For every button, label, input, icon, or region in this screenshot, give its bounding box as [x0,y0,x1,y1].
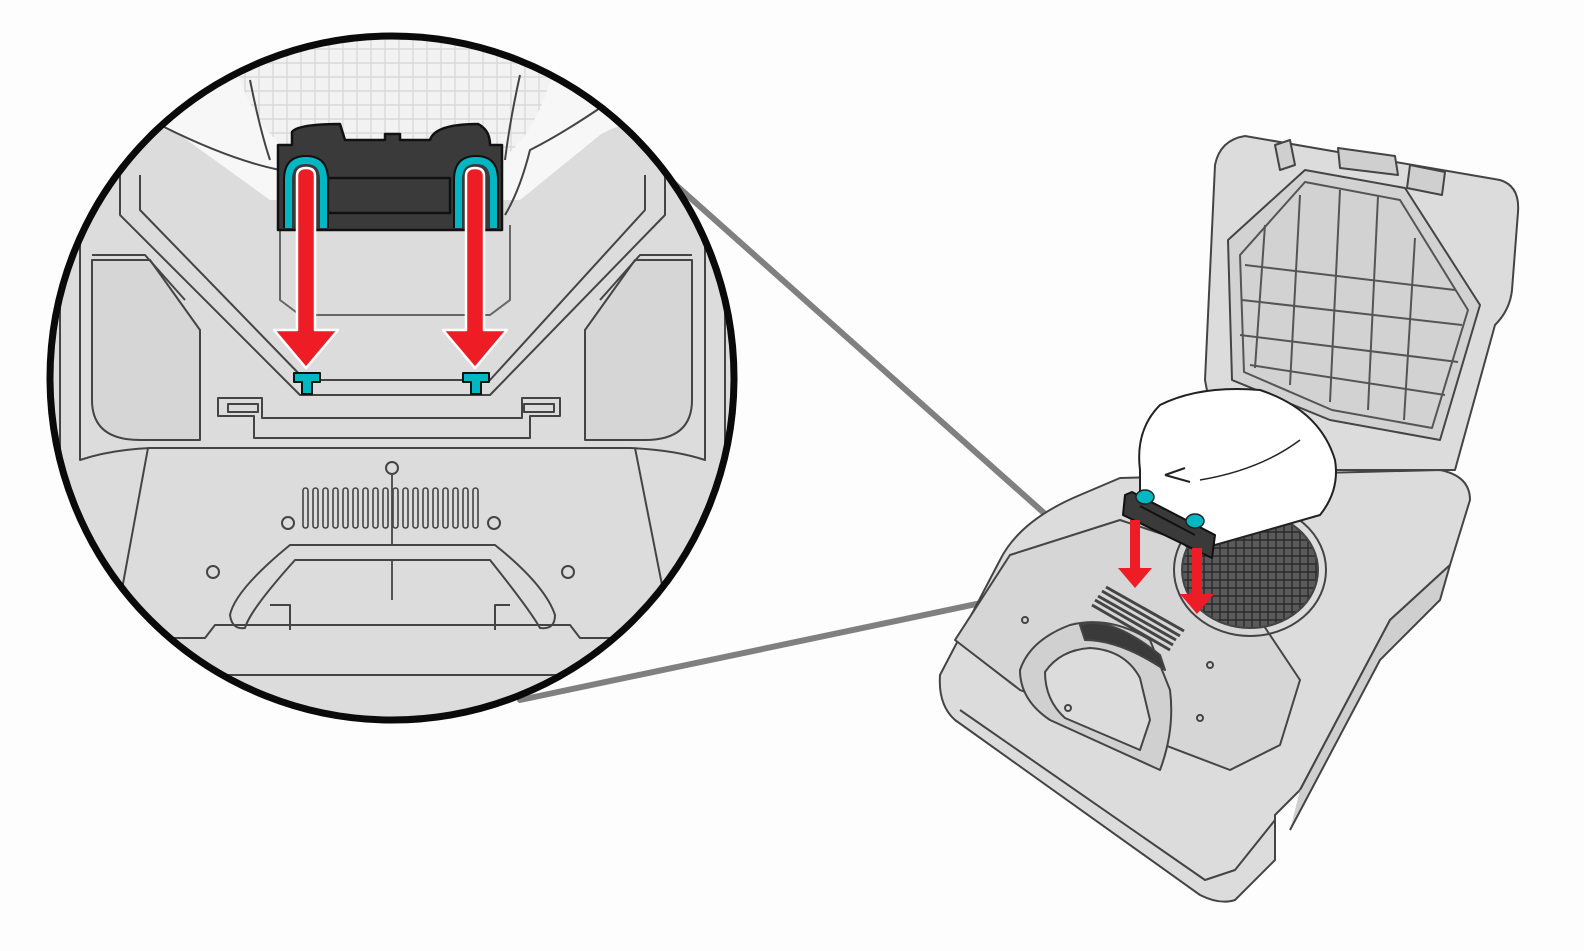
vacuum-body-icon [938,135,1520,903]
zoom-callout-icon [46,32,738,724]
retainer-clip-icon [454,156,498,228]
bag-holder-card-icon [276,122,504,232]
vent-grille-icon [1091,585,1185,652]
retainer-clip-icon [1185,513,1205,529]
retainer-clip-icon [284,156,328,228]
dust-bag-icon [1138,388,1337,546]
bag-holder-card-icon [1122,489,1216,559]
callout-line-upper [665,175,1111,573]
down-arrow-icon [272,166,509,370]
zoom-circle-border [46,32,738,724]
retainer-clip-icon [1135,489,1155,505]
retainer-clip-icon [293,372,490,395]
down-arrow-icon [1118,520,1214,614]
vent-grille-icon [302,487,479,529]
open-lid-icon [1204,135,1520,471]
